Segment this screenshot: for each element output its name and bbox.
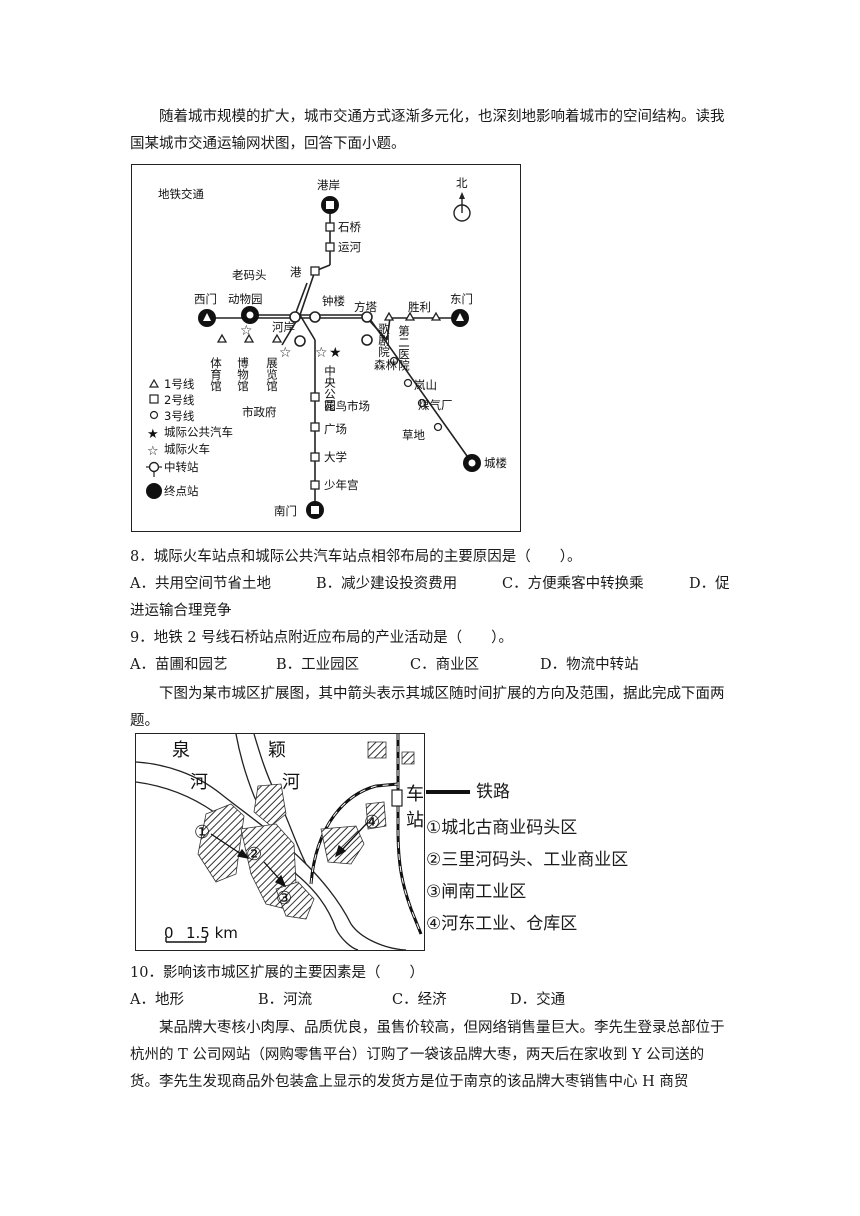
q8-stem: 8．城际火车站点和城际公共汽车站点相邻布局的主要原因是（ ）。 — [130, 549, 582, 565]
legend-line1: 1号线 — [164, 377, 195, 391]
station-shengli: 胜利 — [408, 300, 431, 314]
station-yunhe: 运河 — [338, 240, 361, 254]
legend-bus: 城际公共汽车 — [164, 425, 233, 439]
station-zhonglou: 钟楼 — [322, 294, 345, 308]
north-label: 北 — [456, 176, 468, 190]
legend-line2: 2号线 — [164, 393, 195, 407]
q10-option-b[interactable]: B．河流 — [258, 992, 313, 1008]
station-gangan: 港岸 — [317, 178, 340, 192]
station-ximen: 西门 — [194, 292, 217, 306]
tail-paragraph: 某品牌大枣核小肉厚、品质优良，虽售价较高，但网络销售量巨大。李先生登录总部位于杭… — [130, 1020, 725, 1090]
station-shiqiao: 石桥 — [338, 220, 361, 234]
legend-line3: 3号线 — [164, 409, 195, 423]
q8-option-b[interactable]: B．减少建设投资费用 — [316, 576, 458, 592]
legend-terminal: 终点站 — [164, 484, 199, 498]
scale-zero: 0 — [164, 924, 174, 942]
q10-option-a[interactable]: A．地形 — [130, 992, 184, 1008]
intro2-paragraph: 下图为某市城区扩展图，其中箭头表示其城区随时间扩展的方向及范围，据此完成下面两题… — [130, 686, 725, 729]
subway-map-svg: ☆ ☆ ☆ ★ 地铁交通 北 港岸 石桥 运河 港 老码头 动物园 — [146, 176, 507, 519]
station-hean: 河岸 — [272, 320, 295, 334]
map1-title: 地铁交通 — [158, 187, 204, 201]
q10-option-d[interactable]: D．交通 — [510, 992, 566, 1008]
subway-map-figure: ☆ ☆ ☆ ★ 地铁交通 北 港岸 石桥 运河 港 老码头 动物园 — [131, 164, 521, 532]
city-expansion-svg: 泉 河 颖 河 车 站 ① ② ③ ④ 0 1.5 km — [136, 734, 424, 950]
north-arrow-icon — [453, 192, 471, 222]
rail-swatch — [426, 790, 470, 794]
station-guangchang: 广场 — [324, 422, 347, 436]
station-zhanlanguan: 展览馆 — [265, 357, 279, 392]
zone-4-label: ④ — [364, 812, 380, 833]
station-gang: 港 — [290, 265, 302, 279]
station-daxue: 大学 — [324, 450, 347, 464]
q8-option-d-wrap: 进运输合理竞争 — [130, 603, 232, 619]
legend-train: 城际火车 — [164, 442, 210, 456]
q9-option-c[interactable]: C．商业区 — [410, 657, 480, 673]
terminal-stations — [198, 196, 481, 519]
station-box — [391, 789, 403, 807]
legend-zone-1: ①城北古商业码头区 — [426, 818, 578, 838]
river2-label-b: 河 — [282, 772, 300, 793]
station-zhongyanggongyuan: 中央公园 — [323, 365, 337, 412]
svg-text:☆: ☆ — [279, 345, 292, 361]
station-senlin: 森林 — [374, 358, 397, 372]
q8-option-c[interactable]: C．方便乘客中转换乘 — [502, 576, 644, 592]
river1-label-b: 河 — [190, 772, 208, 793]
intro-paragraph: 随着城市规模的扩大，城市交通方式逐渐多元化，也深刻地影响着城市的空间结构。读我国… — [130, 109, 725, 152]
svg-text:☆: ☆ — [315, 345, 328, 361]
legend-rail-label: 铁路 — [476, 782, 510, 802]
svg-text:★: ★ — [147, 427, 159, 442]
city-expansion-figure: 泉 河 颖 河 车 站 ① ② ③ ④ 0 1.5 km — [135, 733, 425, 951]
station-label-b: 站 — [406, 810, 424, 831]
q8-option-d[interactable]: D．促 — [689, 576, 730, 592]
station-caodi: 草地 — [402, 428, 425, 442]
svg-text:☆: ☆ — [240, 323, 253, 339]
station-label-a: 车 — [406, 784, 424, 805]
river1-label-a: 泉 — [172, 740, 190, 761]
station-dierhospital: 第二医院 — [397, 324, 411, 371]
intercity-stars: ☆ ☆ ☆ ★ — [240, 323, 342, 361]
legend-zone-3: ③闸南工业区 — [426, 882, 527, 902]
scale-label: 1.5 km — [186, 924, 238, 942]
station-tiyuguan: 体育馆 — [209, 356, 223, 392]
q10-option-c[interactable]: C．经济 — [392, 992, 447, 1008]
legend-zone-4: ④河东工业、仓库区 — [426, 914, 578, 934]
scale-bar: 0 1.5 km — [164, 924, 238, 943]
station-huaniaoshichang: 花鸟市场 — [324, 399, 370, 413]
q9-option-a[interactable]: A．苗圃和园艺 — [130, 657, 228, 673]
zone-1-label: ① — [194, 822, 210, 843]
station-lanshan: 岚山 — [414, 378, 437, 392]
svg-text:★: ★ — [329, 345, 342, 361]
vertical-station-labels: 体育馆 博物馆 展览馆 中央公园 歌剧院 第二医院 — [209, 322, 411, 412]
station-dongwuyuan: 动物园 — [228, 292, 263, 306]
q9-option-b[interactable]: B．工业园区 — [276, 657, 360, 673]
legend-transfer: 中转站 — [164, 460, 199, 474]
map1-legend: 1号线 2号线 3号线 ★ 城际公共汽车 ☆ 城际火车 中转站 终点站 — [146, 377, 233, 499]
station-chenglou: 城楼 — [484, 456, 507, 470]
station-nanmen: 南门 — [274, 504, 297, 518]
q9-stem: 9．地铁 2 号线石桥站点附近应布局的产业活动是（ ）。 — [130, 630, 513, 646]
legend-zone-2: ②三里河码头、工业商业区 — [426, 850, 629, 870]
station-dongmen: 东门 — [450, 292, 473, 306]
station-meiqichang: 煤气厂 — [418, 398, 453, 412]
station-shizhengfu: 市政府 — [242, 405, 277, 419]
station-laomatou: 老码头 — [232, 268, 267, 282]
river2-label-a: 颖 — [268, 740, 286, 761]
zone-3-label: ③ — [276, 888, 292, 909]
station-juyuan: 歌剧院 — [377, 322, 391, 357]
legend-rail-row: 铁路 — [426, 777, 510, 802]
station-shaoniangong: 少年宫 — [324, 478, 359, 492]
station-fangta: 方塔 — [354, 300, 377, 314]
q8-option-a[interactable]: A．共用空间节省土地 — [130, 576, 271, 592]
q9-option-d[interactable]: D．物流中转站 — [540, 657, 639, 673]
q10-stem: 10．影响该市城区扩展的主要因素是（ ） — [130, 965, 424, 981]
svg-text:☆: ☆ — [147, 444, 159, 459]
zone-2-label: ② — [246, 844, 262, 865]
station-bowuguan: 博物馆 — [236, 357, 250, 392]
